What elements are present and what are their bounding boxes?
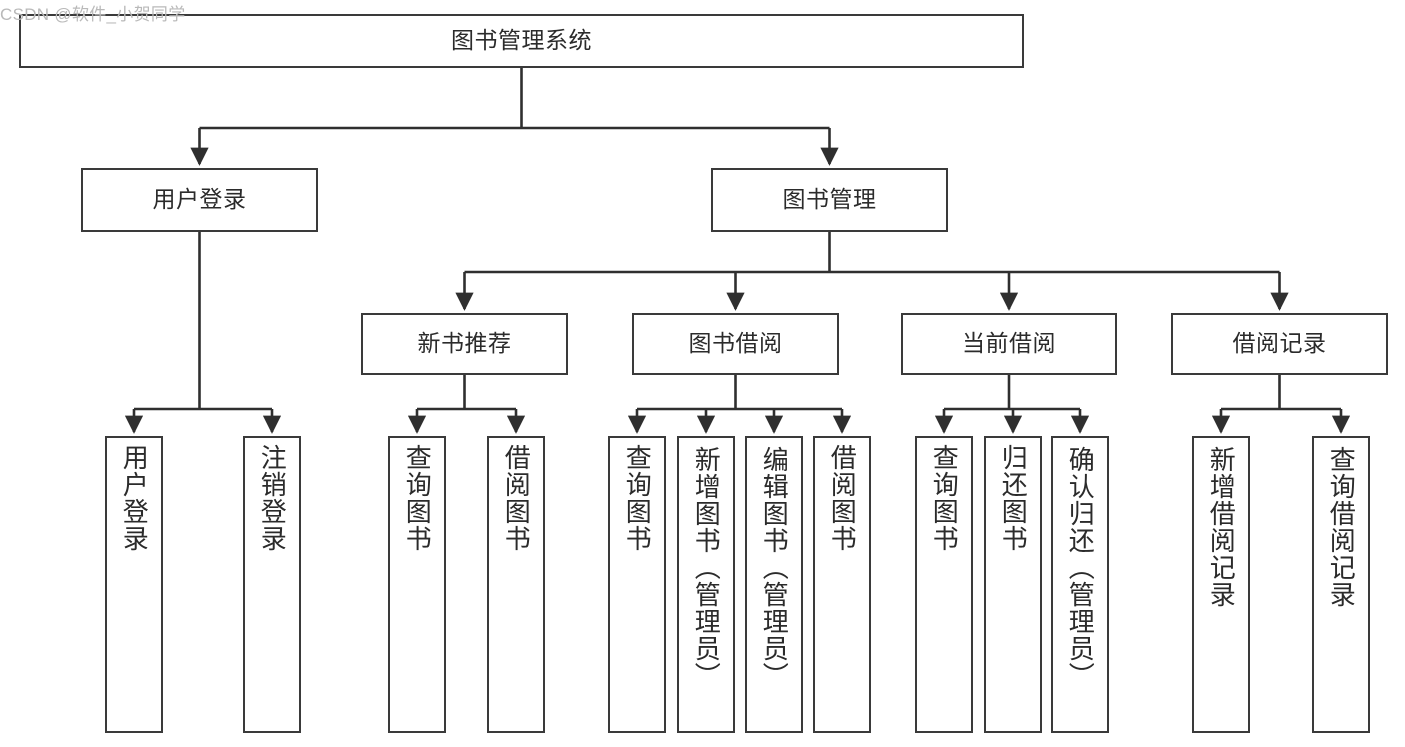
node-leaf-return-book[interactable]: 归还图书	[984, 436, 1042, 733]
node-label: 用户登录	[119, 444, 150, 552]
node-borrow-record[interactable]: 借阅记录	[1171, 313, 1388, 375]
node-label: 图书管理系统	[451, 27, 592, 54]
node-label: 查询图书	[622, 444, 653, 552]
node-leaf-add-book[interactable]: 新增图书（管理员）	[677, 436, 735, 733]
node-leaf-query-book-rec[interactable]: 查询图书	[388, 436, 446, 733]
node-label: 借阅记录	[1232, 330, 1327, 357]
node-book-borrow[interactable]: 图书借阅	[632, 313, 839, 375]
node-label: 查询借阅记录	[1326, 446, 1357, 608]
node-leaf-edit-book[interactable]: 编辑图书（管理员）	[745, 436, 803, 733]
node-book-manage[interactable]: 图书管理	[711, 168, 948, 232]
node-label: 图书管理	[782, 186, 877, 213]
node-leaf-query-book-bor[interactable]: 查询图书	[608, 436, 666, 733]
node-label: 编辑图书（管理员）	[759, 446, 790, 689]
node-label: 借阅图书	[501, 444, 532, 552]
node-label: 确认归还（管理员）	[1065, 446, 1096, 689]
node-user-login[interactable]: 用户登录	[81, 168, 318, 232]
node-label: 查询图书	[402, 444, 433, 552]
node-label: 图书借阅	[688, 330, 783, 357]
csdn-watermark: CSDN @软件_小贺同学	[0, 5, 186, 24]
node-leaf-borrow-book-bor[interactable]: 借阅图书	[813, 436, 871, 733]
node-leaf-query-record[interactable]: 查询借阅记录	[1312, 436, 1370, 733]
node-label: 当前借阅	[962, 330, 1056, 357]
node-leaf-user-logout[interactable]: 注销登录	[243, 436, 301, 733]
node-label: 归还图书	[998, 444, 1029, 552]
node-leaf-user-login[interactable]: 用户登录	[105, 436, 163, 733]
node-label: 用户登录	[152, 186, 247, 213]
node-label: 新书推荐	[417, 330, 512, 357]
node-current-borrow[interactable]: 当前借阅	[901, 313, 1117, 375]
node-label: 新增图书（管理员）	[691, 446, 722, 689]
node-label: 注销登录	[257, 444, 288, 552]
node-leaf-add-record[interactable]: 新增借阅记录	[1192, 436, 1250, 733]
node-label: 新增借阅记录	[1206, 446, 1237, 608]
node-label: 借阅图书	[827, 444, 858, 552]
node-leaf-query-book-cur[interactable]: 查询图书	[915, 436, 973, 733]
node-leaf-confirm-return[interactable]: 确认归还（管理员）	[1051, 436, 1109, 733]
node-leaf-borrow-book-rec[interactable]: 借阅图书	[487, 436, 545, 733]
node-label: 查询图书	[929, 444, 960, 552]
node-new-book-rec[interactable]: 新书推荐	[361, 313, 568, 375]
node-root[interactable]: 图书管理系统	[19, 14, 1024, 68]
